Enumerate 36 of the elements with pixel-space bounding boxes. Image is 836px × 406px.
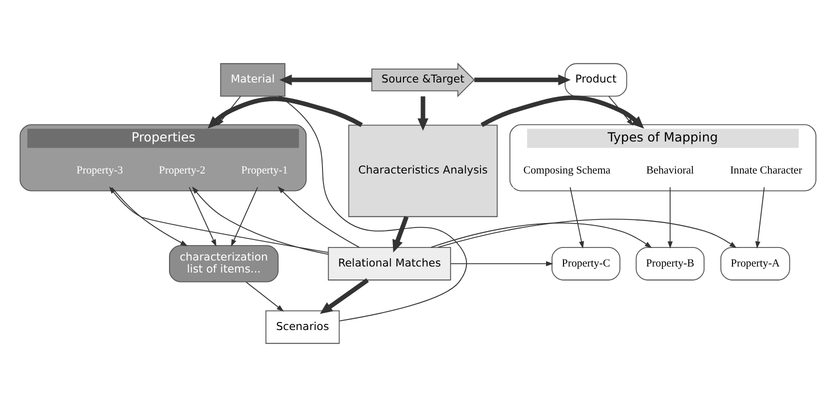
node-box: Property-B — [636, 246, 705, 280]
node-text: Property-3 — [76, 164, 123, 176]
arrow — [192, 186, 329, 254]
node-box: Scenarios — [265, 310, 340, 344]
arrow — [111, 186, 188, 246]
arrow — [755, 186, 765, 248]
node-text: Composing Schema — [523, 164, 611, 176]
node-text: Innate Character — [730, 164, 802, 176]
node-box: characterization list of items... — [169, 244, 279, 282]
node-box: Product — [564, 62, 628, 96]
arrow — [450, 260, 554, 266]
arrow — [278, 94, 468, 321]
arrow — [430, 222, 652, 248]
arrow — [246, 281, 284, 312]
arrow — [392, 216, 409, 252]
arrow — [480, 95, 644, 128]
arrow — [208, 96, 363, 128]
arrow — [668, 186, 673, 248]
arrow — [109, 186, 329, 252]
arrow — [279, 74, 372, 85]
node-text: Property-2 — [158, 164, 206, 176]
node-text: Property-1 — [241, 164, 288, 176]
arrow — [188, 186, 216, 246]
arrow — [320, 278, 369, 314]
node-box: Property-A — [720, 246, 790, 280]
arrow — [278, 186, 360, 248]
node-box: Relational Matches — [328, 246, 452, 280]
arrow — [474, 74, 571, 85]
node-box: Property-C — [552, 246, 620, 280]
arrow — [418, 96, 428, 130]
node-box: Characteristics Analysis — [348, 124, 498, 217]
node-text: Behavioral — [646, 164, 694, 176]
arrow — [438, 218, 737, 248]
arrow — [608, 95, 634, 126]
arrow — [570, 186, 584, 248]
node-box: Material — [220, 62, 286, 96]
